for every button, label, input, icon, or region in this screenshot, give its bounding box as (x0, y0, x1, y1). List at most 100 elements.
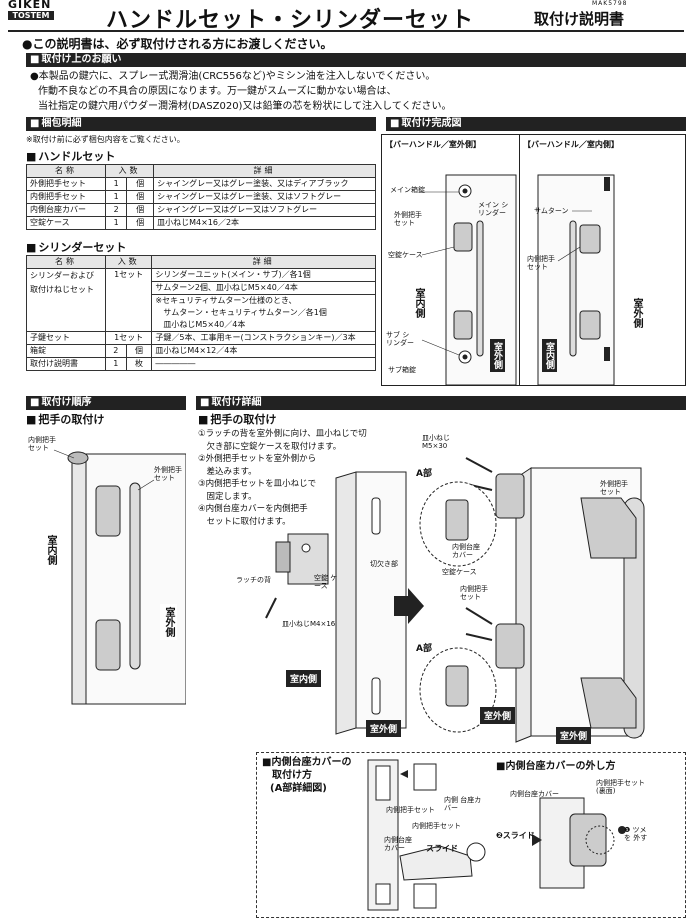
order-tag-outdoor: 室外側 (160, 604, 177, 640)
detail-tag-outdoor-1: 室外側 (366, 720, 402, 737)
notice-text: ●この説明書は、必ず取付けされる方にお渡しください。 (22, 37, 333, 51)
doc-type: 取付け説明書 (534, 10, 625, 28)
cell-detail: ※セキュリティサムターン仕様のとき、 (151, 294, 376, 307)
page-title: ハンドルセット・シリンダーセット (106, 8, 475, 33)
detail-instructions: ①ラッチの背を室外側に向け、皿小ねじで切 欠き部に空錠ケースを取付けます。 ②外… (198, 428, 398, 528)
cover-attach-title-line: ■内側台座カバーの (262, 757, 352, 768)
table-row: 外側把手セット 1 個 シャイングレー又はグレー塗装、又はディアブラック (26, 177, 376, 191)
table-row: 子鍵セット 1セット 子鍵／5本、工事用キー(コンストラクションキー)／3本 (26, 331, 376, 345)
complete-right-title: 【バーハンドル／室内側】 (523, 140, 619, 149)
cover-attach-label-handle: 内側把手セット (386, 806, 435, 814)
brand-logo: GIKEN TOSTEM (8, 0, 60, 24)
cover-remove-title: ■内側台座カバーの外し方 (496, 761, 616, 772)
cell-name: 取付け説明書 (26, 357, 106, 371)
order-step: 把手の取付け (26, 411, 104, 427)
cell-qty: 1セット (104, 268, 153, 332)
request-line: ●本製品の鍵穴に、スプレー式潤滑油(CRC556など)やミシン油を注入しないでく… (30, 71, 436, 82)
table-row: ※セキュリティサムターン仕様のとき、 (27, 294, 376, 307)
cover-remove-label-slide: ❷スライド (496, 831, 535, 840)
cell-name: 内側台座カバー (26, 203, 106, 217)
detail-heading: 取付け詳細 (196, 396, 686, 410)
cell-detail: シャイングレー又はグレー塗装、又はソフトグレー (153, 190, 376, 204)
packing-heading: 梱包明細 (26, 117, 376, 131)
detail-label-inner-handle: 内側把手 セット (460, 585, 488, 601)
cover-detail-box (256, 752, 686, 918)
label-empty-case: 空錠ケース (388, 251, 423, 259)
cell-name-line: 取付けねじセット (30, 285, 94, 294)
complete-heading: 取付け完成図 (386, 117, 686, 131)
cell-detail: 皿小ねじM4×12／4本 (151, 344, 376, 358)
cell-unit: 個 (126, 190, 155, 204)
cell-name: 子鍵セット (26, 331, 106, 345)
label-sub-lockbox: サブ箱錠 (388, 366, 416, 374)
request-body: ●本製品の鍵穴に、スプレー式潤滑油(CRC556など)やミシン油を注入しないでく… (30, 69, 452, 114)
complete-divider (519, 135, 520, 385)
product-code: MAK5798 (592, 0, 628, 7)
table-header-row: 名称 入数 詳細 (26, 164, 376, 178)
col-detail: 詳細 (153, 164, 376, 178)
cover-attach-label-slide: スライド (426, 844, 458, 853)
detail-tag-indoor: 室内側 (286, 670, 322, 687)
cell-unit: 枚 (125, 357, 153, 371)
detail-tag-outdoor-2: 室外側 (480, 707, 516, 724)
detail-label-outer-handle: 外側把手 セット (600, 480, 628, 496)
instruction-line: 欠き部に空錠ケースを取付けます。 (198, 441, 342, 452)
label-sub-cylinder: サブ シリンダー (386, 331, 414, 347)
request-line: 作動不良などの不具合の原因になります。万一鍵がスムーズに動かない場合は、 (38, 86, 397, 97)
tag-indoor-2: 室内側 (542, 339, 557, 372)
col-name: 名称 (26, 255, 106, 269)
instruction-line: ④内側台座カバーを内側把手 (198, 504, 308, 514)
instruction-line: 固定します。 (198, 491, 257, 502)
detail-label-empty-case-2: 空錠 ケース (314, 574, 338, 590)
instruction-line: ②外側把手セットを室外側から (198, 454, 317, 464)
cylinder-set-title: シリンダーセット (26, 239, 126, 255)
cover-attach-illustration (367, 759, 486, 911)
cell-detail: 子鍵／5本、工事用キー(コンストラクションキー)／3本 (151, 331, 376, 345)
cell-qty: 2 (105, 344, 127, 358)
label-main-lockbox: メイン箱錠 (390, 186, 425, 194)
cell-name: 外側把手セット (26, 177, 106, 191)
cell-qty: 1 (104, 190, 128, 204)
cell-unit: 個 (126, 177, 155, 191)
cell-unit: 個 (126, 203, 155, 217)
packing-note: ※取付け前に必ず梱包内容をご覧ください。 (26, 135, 185, 144)
handle-set-title: ハンドルセット (26, 148, 115, 164)
col-name: 名称 (26, 164, 106, 178)
cover-attach-title-line: 取付け方 (272, 770, 312, 781)
cell-detail: 皿小ねじM5×40／4本 (151, 319, 376, 332)
table-row: サムターン2個、皿小ねじM5×40／4本 (27, 281, 376, 295)
order-label-outer: 外側把手 セット (154, 466, 182, 482)
cell-unit: 個 (126, 216, 155, 230)
label-thumbturn: サムターン (534, 207, 569, 215)
detail-label-empty-case: 空錠ケース (442, 568, 477, 576)
logo-top: GIKEN (8, 0, 52, 8)
detail-label-inner-cover: 内側台座 カバー (452, 543, 480, 559)
detail-tag-outdoor-3: 室外側 (556, 727, 592, 744)
detail-label-latch-back: ラッチの背 (236, 576, 271, 584)
detail-label-part-a-2: A部 (416, 644, 432, 654)
header-rule (8, 30, 684, 32)
cell-name: 箱錠 (26, 344, 106, 358)
detail-illustration (265, 457, 645, 743)
order-tag-indoor: 室内側 (42, 532, 59, 568)
label-main-cylinder: メイン シリンダー (478, 201, 509, 217)
cell-qty: 2 (104, 203, 128, 217)
cover-remove-label-cover: 内側台座カバー (510, 790, 559, 798)
cell-detail: サムターン2個、皿小ねじM5×40／4本 (151, 281, 376, 295)
cover-remove-label-claw: ❶ ツメを 外す (624, 826, 648, 842)
detail-label-part-a: A部 (416, 469, 432, 479)
request-heading: 取付け上のお願い (26, 53, 686, 67)
instruction-line: ③内側把手セットを皿小ねじで (198, 479, 317, 489)
order-illustration (53, 449, 186, 705)
cover-attach-label-cover: 内側 台座カバー (444, 796, 482, 812)
detail-label-screw-m4: 皿小ねじM4×16 (282, 620, 336, 628)
table-row: 内側台座カバー 2 個 シャイングレー又はグレー又はソフトグレー (26, 203, 376, 217)
instruction-line: 差込みます。 (198, 466, 257, 477)
cylinder-set-table: 名称 入数 詳細 シリンダーおよび 取付けねじセット 1セット シリンダーユニッ… (26, 255, 376, 371)
detail-label-notch: 切欠き部 (370, 560, 398, 568)
instruction-line: ①ラッチの背を室外側に向け、皿小ねじで切 (198, 429, 367, 439)
cell-name: 空錠ケース (26, 216, 106, 230)
tag-outdoor-2: 室外側 (628, 295, 645, 331)
cell-qty: 1 (105, 357, 127, 371)
instruction-line: セットに取付けます。 (198, 516, 291, 527)
